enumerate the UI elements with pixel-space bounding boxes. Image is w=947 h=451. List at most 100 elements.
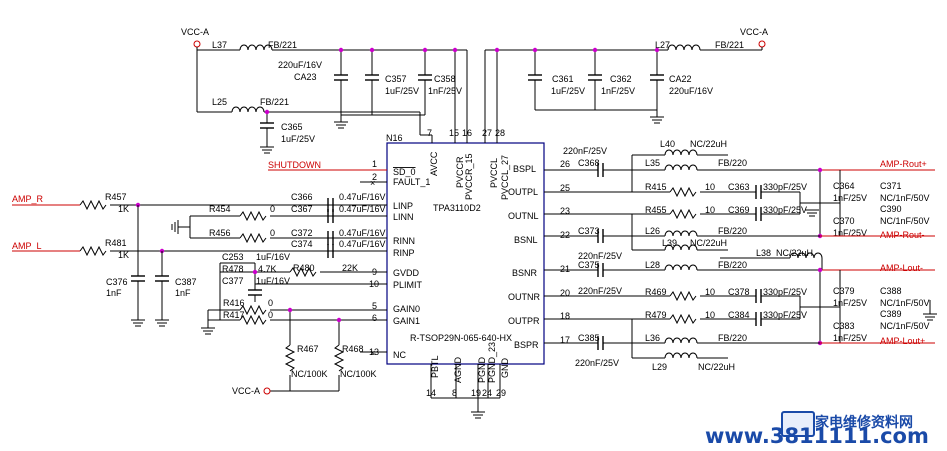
ic-package-label: R-TSOP29N-065-640-HX [410,333,512,343]
cap-ca23-value: 220uF/16V [278,60,322,70]
cap-ca23 [333,74,349,81]
l29-value: NC/22uH [698,362,735,372]
resistor-r415 [669,187,697,197]
cap-c368-value: 220nF/25V [563,146,607,156]
r417-label: R417 [223,310,245,320]
vcc-left-terminal [193,40,201,48]
ic-pinnum-5: 5 [372,301,377,311]
cap-c357-value: 1uF/25V [385,86,419,96]
cap-c371-label: C371 [880,181,902,191]
r416-value: 0 [268,298,273,308]
watermark-site: 家电维修资料网 [815,415,913,431]
ic-pin-outpl: OUTPL [508,187,538,197]
cap-c369-label: C369 [728,205,750,215]
cap-c362-label: C362 [610,74,632,84]
watermark-url: www.3811111.com [705,424,929,448]
ic-pinnum-18: 18 [560,311,570,321]
cap-c357-label: C357 [385,74,407,84]
ic-body [386,142,545,365]
ic-pin-fault: FAULT_1 [393,177,430,187]
cap-c371-value: NC/1nF/50V [880,193,930,203]
l28-label: L28 [645,260,660,270]
cap-c361 [527,74,543,81]
cap-c387-label: C387 [175,277,197,287]
ic-pin-bspr: BSPR [514,340,539,350]
r479-value: 10 [705,310,715,320]
cap-c378 [755,288,762,304]
inductor-l36 [664,337,698,344]
l40-label: L40 [660,139,675,149]
l38-value: NC/22uH [776,248,813,258]
ground-icon [649,116,665,124]
l26-value: FB/220 [718,226,747,236]
cap-c376-label: C376 [106,277,128,287]
vcc-right-terminal [758,40,766,48]
cap-c361-value: 1uF/25V [551,86,585,96]
cap-c388-label: C388 [880,286,902,296]
resistor-r479 [669,314,697,324]
resistor-r457 [79,200,107,210]
ic-part-label: TPA3110D2 [433,203,481,213]
ic-pinnum-29: 29 [496,388,506,398]
ic-pinnum-20: 20 [560,288,570,298]
ground-icon [259,146,275,154]
resistor-r455 [669,209,697,219]
ic-pinnum-25: 25 [560,183,570,193]
cap-c385-value: 220nF/25V [575,358,619,368]
l27-label: L27 [655,40,670,50]
ic-pin-bsnr: BSNR [512,268,538,278]
ic-pinnum-1: 1 [372,159,377,169]
r469-value: 10 [705,287,715,297]
ic-pinnum-27: 27 [482,128,492,138]
l40-value: NC/22uH [690,139,727,149]
ic-pin-avcc: AVCC [429,151,439,176]
l35-value: FB/220 [718,158,747,168]
resistor-r467 [285,344,295,372]
l39-label: L39 [662,238,677,248]
r455-value: 10 [705,205,715,215]
r416-label: R416 [223,298,245,308]
cap-c369 [755,206,762,222]
ic-pin-pvccl27: PVCCL_27 [500,155,510,200]
r456-label: R456 [209,228,231,238]
cap-c384-label: C384 [728,310,750,320]
nc-mark-fault: × [370,178,375,188]
cap-c357 [364,74,380,81]
cap-c377-label: C377 [222,276,244,286]
cap-c358-label: C358 [434,74,456,84]
ic-pin-gain0: GAIN0 [393,304,420,314]
l36-value: FB/220 [718,333,747,343]
ic-pin-pgnd: PGND [477,356,487,383]
ic-pin-plimit: PLIMIT [393,280,423,290]
cap-c379-label: C379 [833,286,855,296]
l25-value: FB/221 [260,97,289,107]
l37-label: L37 [212,40,227,50]
vcc-left-label: VCC-A [181,27,209,37]
cap-c362 [587,74,603,81]
ic-pinnum-26: 26 [560,159,570,169]
ic-pin-rinn: RINN [393,236,415,246]
r457-value: 1K [118,204,129,214]
cap-c372-label: C372 [291,228,313,238]
ic-pin-pbtl: PBTL [430,355,440,378]
cap-c367-label: C367 [291,204,313,214]
l28-value: FB/220 [718,260,747,270]
cap-c363-label: C363 [728,182,750,192]
cap-ca23-label: CA23 [294,72,317,82]
cap-c385-label: C385 [578,333,600,343]
ic-pin-bsnl: BSNL [514,235,538,245]
cap-c390-label: C390 [880,204,902,214]
ground-icon [804,209,820,217]
cap-ca22 [649,74,665,81]
inductor-l27 [667,44,701,51]
cap-c363-value: 330pF/25V [763,182,807,192]
inductor-l25 [231,106,265,113]
ic-pin-gvdd: GVDD [393,268,420,278]
inductor-l35 [664,164,698,171]
r415-value: 10 [705,182,715,192]
r480-label: R480 [293,263,315,273]
cap-c387-value: 1nF [175,288,191,298]
cap-c366-value: 0.47uF/16V [339,192,386,202]
cap-c253-value: 1uF/16V [256,252,290,262]
cap-c364-label: C364 [833,181,855,191]
